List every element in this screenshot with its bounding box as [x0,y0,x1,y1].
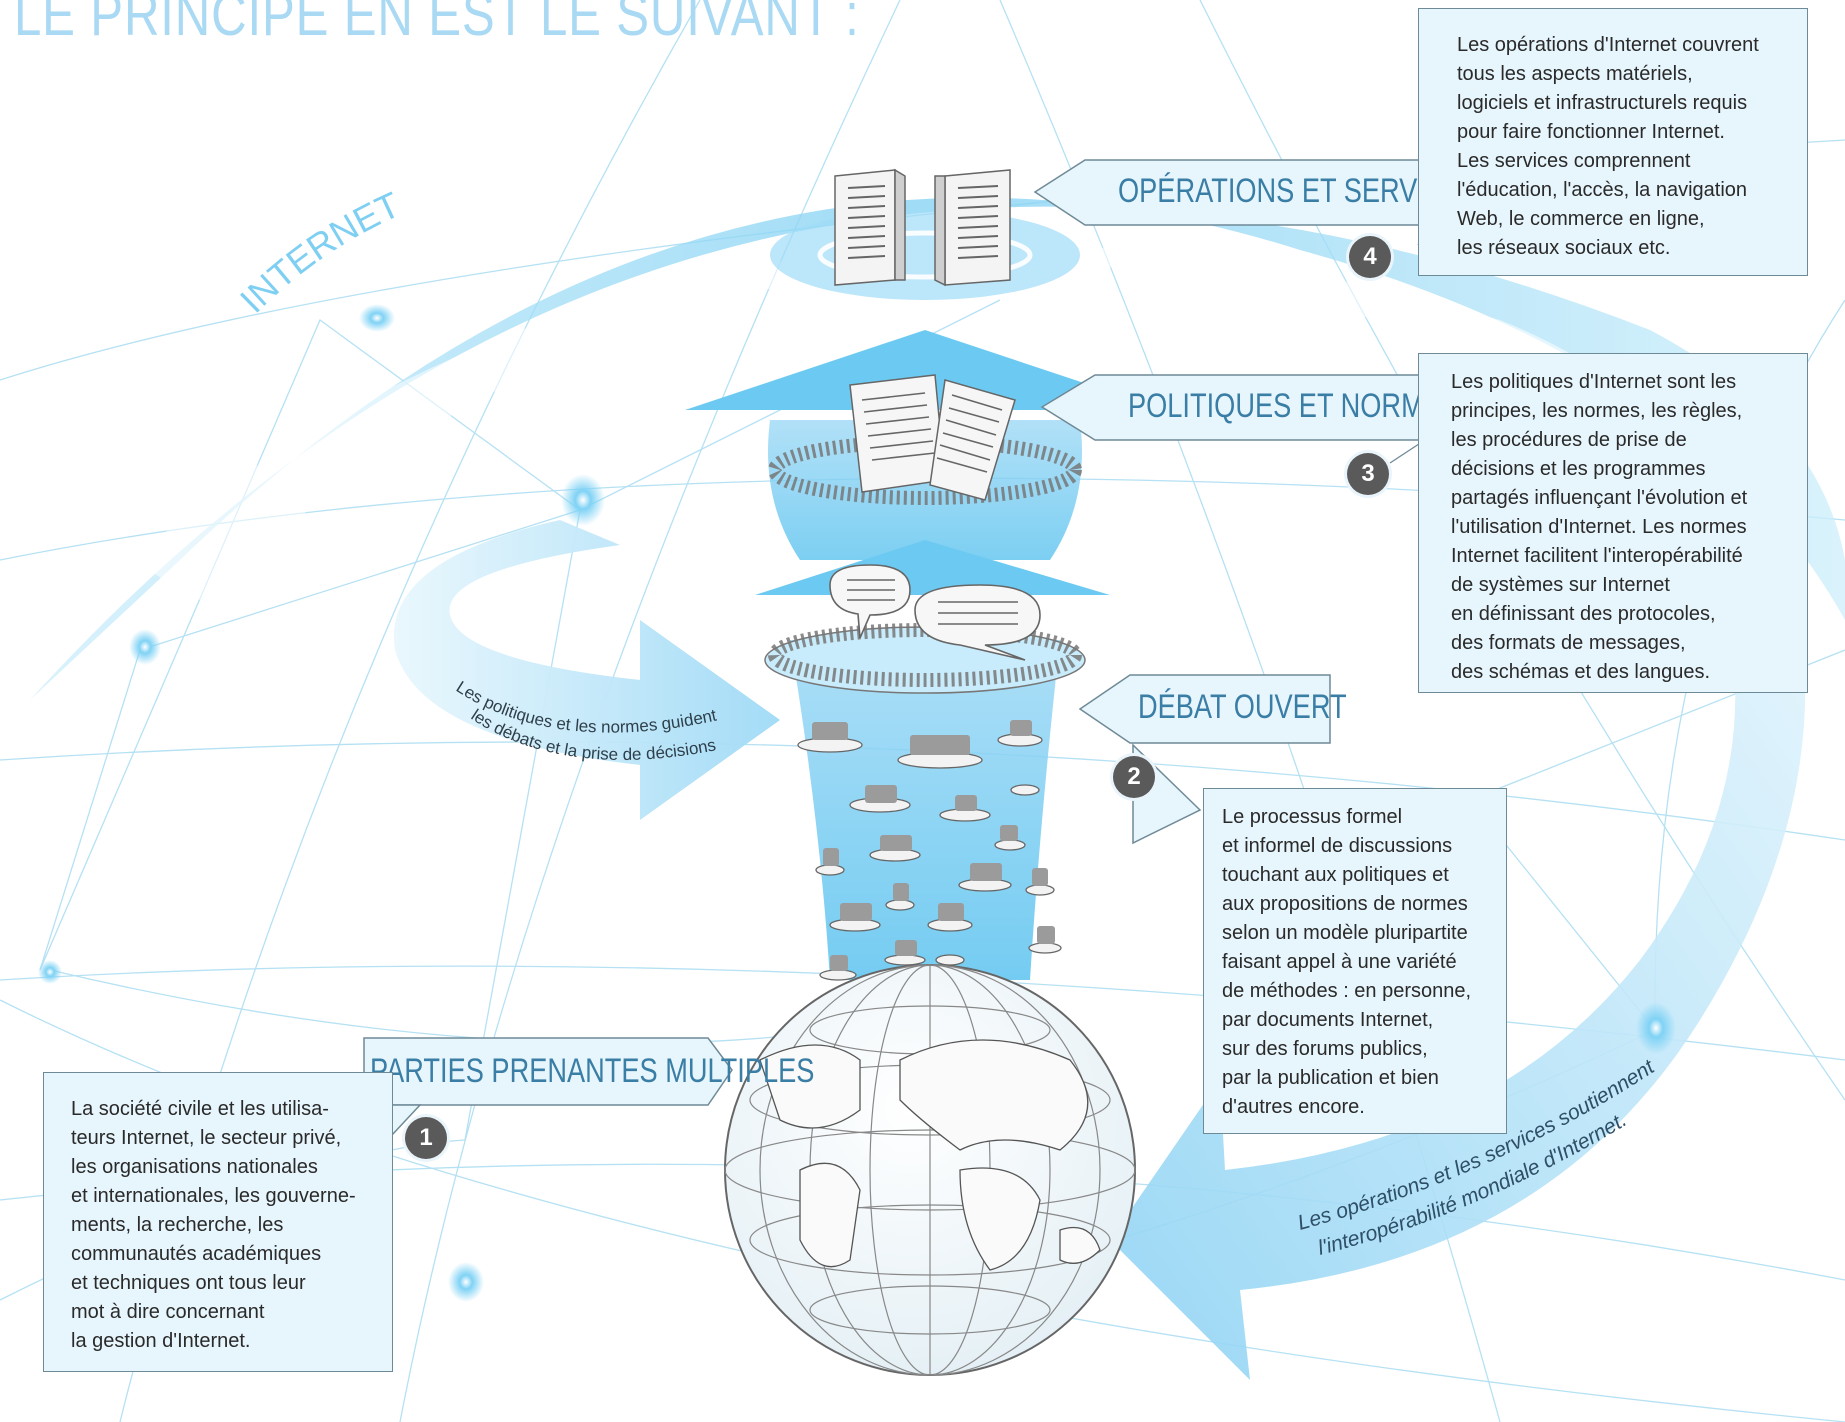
internet-label: INTERNET [232,184,406,321]
label-policies-norms: POLITIQUES ET NORMES [1128,387,1461,425]
document-icon [849,374,1016,501]
label-multiple-stakeholders: PARTIES PRENANTES MULTIPLES [370,1052,815,1090]
badge-2: 2 [1113,756,1155,798]
speech-bubble-icon [829,564,1041,661]
badge-4: 4 [1349,236,1391,278]
people-icon [797,733,1062,981]
badge-1: 1 [405,1117,447,1159]
description-open-debate: Le processus formel et informel de discu… [1203,788,1507,1134]
description-text: Les opérations d'Internet couvrent tous … [1457,34,1759,259]
loop-arrow-left [393,520,780,820]
up-arrow-upper [685,330,1165,410]
description-text: La société civile et les utilisa- teurs … [71,1098,356,1352]
description-text: Le processus formel et informel de discu… [1222,806,1472,1118]
page-title: LE PRINCIPE EN EST LE SUIVANT : [14,0,860,48]
badge-3: 3 [1347,453,1389,495]
label-open-debate: DÉBAT OUVERT [1138,688,1347,726]
description-operations-services: Les opérations d'Internet couvrent tous … [1418,8,1808,276]
globe-icon [724,964,1136,1376]
central-column [790,640,1060,980]
network-node-icon [38,304,1676,1302]
description-text: Les politiques d'Internet sont les princ… [1451,371,1748,683]
description-multiple-stakeholders: La société civile et les utilisa- teurs … [43,1072,393,1372]
description-policies-norms: Les politiques d'Internet sont les princ… [1418,353,1808,693]
platform-4 [770,210,1080,300]
